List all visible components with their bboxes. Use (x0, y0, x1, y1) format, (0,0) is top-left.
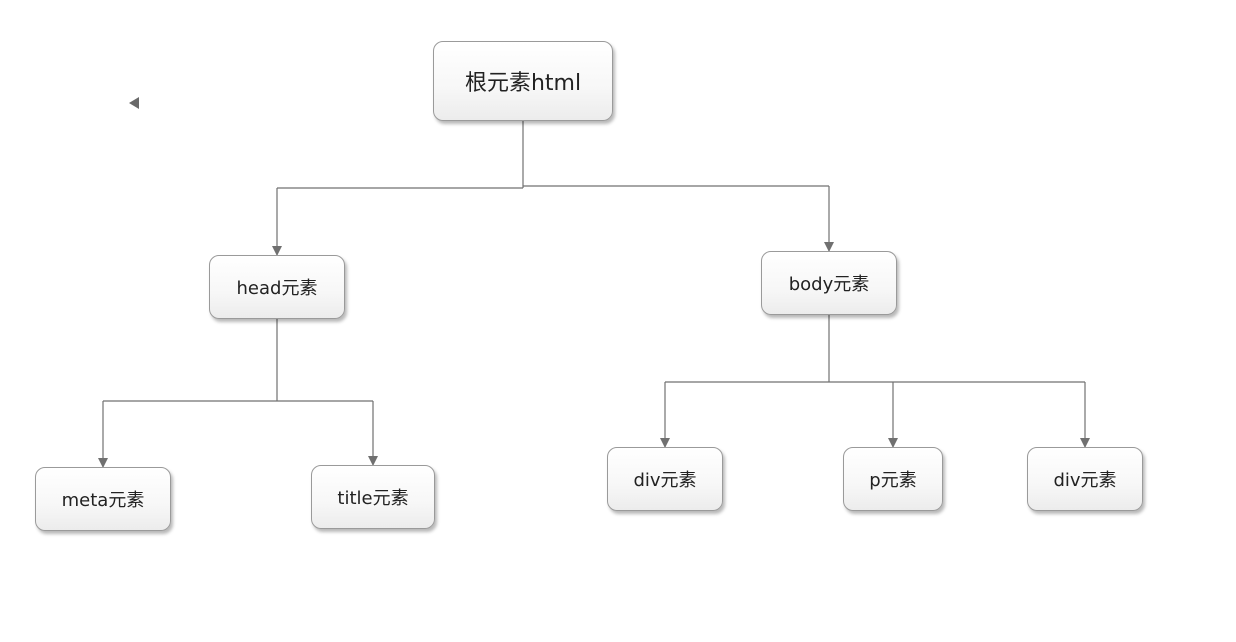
node-body-label: body元素 (788, 274, 870, 295)
node-div-1: div元素 (607, 447, 723, 511)
node-div-2-label: div元素 (1053, 470, 1117, 491)
node-root-html: 根元素html (433, 41, 613, 121)
node-meta-label: meta元素 (61, 490, 145, 511)
node-head: head元素 (209, 255, 345, 319)
node-title-label: title元素 (337, 488, 409, 509)
stray-arrowhead-icon (129, 97, 139, 109)
node-p-label: p元素 (869, 470, 917, 491)
node-meta: meta元素 (35, 467, 171, 531)
node-title: title元素 (311, 465, 435, 529)
node-div-1-label: div元素 (633, 470, 697, 491)
node-head-label: head元素 (236, 278, 318, 299)
node-p: p元素 (843, 447, 943, 511)
node-root-label: 根元素html (464, 71, 582, 96)
node-div-2: div元素 (1027, 447, 1143, 511)
node-body: body元素 (761, 251, 897, 315)
